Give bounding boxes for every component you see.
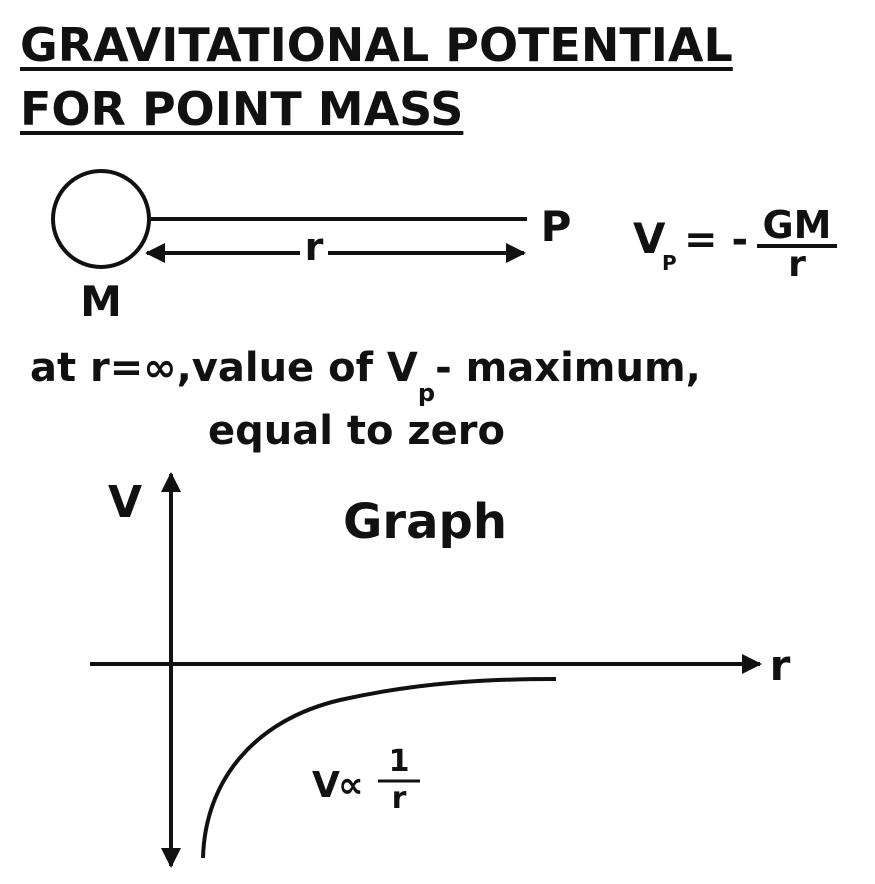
- mass-label: M: [80, 277, 122, 326]
- potential-curve: [201, 677, 557, 859]
- potential-formula: V P = - GM r: [633, 203, 837, 285]
- formula-lhs-subscript: P: [662, 251, 677, 275]
- note-line-2: equal to zero: [208, 408, 505, 454]
- relation-denominator: r: [392, 781, 407, 816]
- distance-label: r: [305, 225, 324, 269]
- relation-numerator: 1: [389, 744, 410, 779]
- x-axis-label: r: [770, 641, 791, 690]
- note-line-1: at r=∞,value of Vp- maximum,: [30, 345, 701, 407]
- proportionality-relation: V ∝ 1 r: [312, 744, 420, 816]
- formula-equals-minus: = -: [684, 217, 748, 263]
- title-line-2: FOR POINT MASS: [20, 82, 464, 136]
- infinity-note: at r=∞,value of Vp- maximum, equal to ze…: [30, 345, 701, 454]
- proportional-symbol: ∝: [338, 765, 364, 806]
- relation-prefix: V: [312, 765, 340, 806]
- potential-graph: V r Graph V ∝ 1 r: [90, 472, 791, 868]
- formula-denominator: r: [788, 244, 806, 285]
- y-axis-label: V: [108, 477, 142, 528]
- mass-circle: [51, 169, 151, 269]
- formula-lhs: V: [633, 214, 666, 263]
- graph-heading: Graph: [343, 494, 507, 550]
- formula-numerator: GM: [762, 203, 831, 247]
- title-line-1: GRAVITATIONAL POTENTIAL: [20, 18, 733, 72]
- point-label: P: [541, 202, 572, 251]
